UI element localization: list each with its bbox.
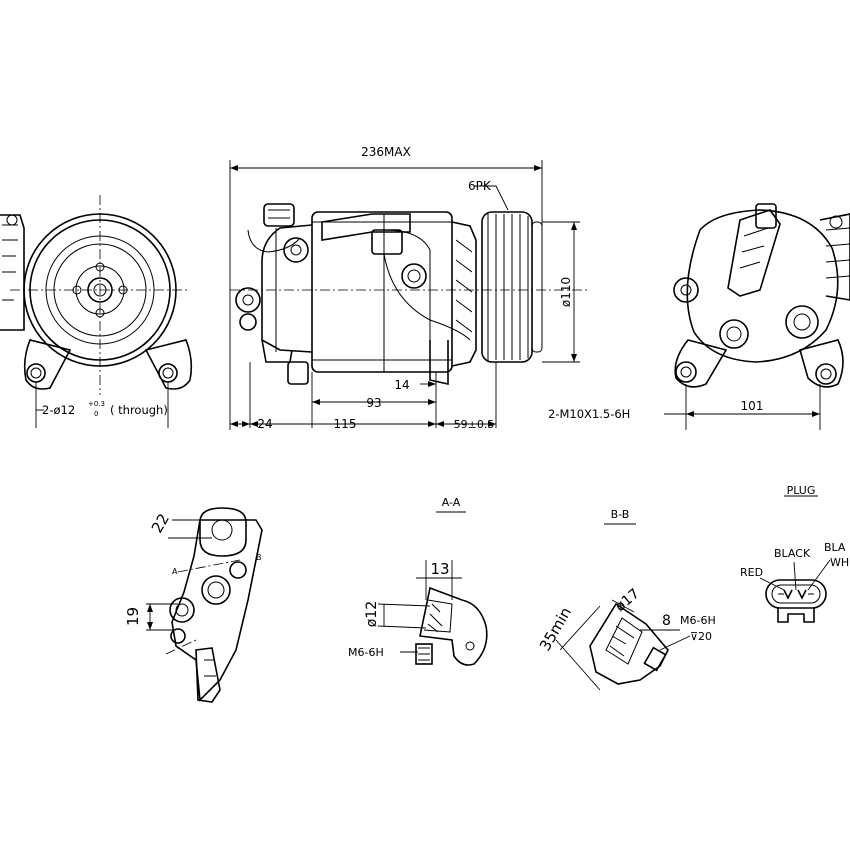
dim-101: 101 [741,399,764,413]
rear-view [664,203,850,430]
detail-view [146,507,263,703]
dim-pulley-dia: ø110 [559,277,573,307]
dim-59: 59±0.5 [454,418,495,431]
aa-dim-dia12: ø12 [364,601,380,627]
plug-black: BLACK [774,547,811,560]
bb-dim-8: 8 [662,613,671,629]
section-aa-title: A-A [442,496,461,509]
bb-dim-35min: 35min [536,604,575,654]
dim-236max: 236MAX [361,145,411,159]
thread-spec-label: 2-M10X1.5-6H [548,407,630,421]
dim-93: 93 [366,396,381,410]
section-aa [377,511,488,666]
plug-view [759,495,831,623]
plug-red: RED [740,566,763,579]
bb-depth: ⊽20 [690,630,712,643]
dim-115: 115 [334,417,357,431]
side-view [229,160,590,430]
dim-6pk: 6PK [468,179,492,193]
section-bb-title: B-B [611,508,630,521]
dim-24: 24 [257,417,272,431]
detail-dim-22: 22 [148,510,173,536]
aa-thread: M6-6H [348,646,384,659]
aa-dim-13: 13 [430,560,449,578]
mount-holes-through: ( through) [110,403,168,417]
detail-section-a: A [172,567,178,576]
plug-white-cut: WH [830,556,849,569]
bb-dim-dia17: ø17 [612,586,643,615]
mount-holes-tol-lower: 0 [94,410,98,418]
front-view [0,195,193,428]
bb-thread: M6-6H [680,614,716,627]
detail-section-b: B [256,553,262,562]
plug-black-cut: BLA [824,541,846,554]
mount-holes-label: 2-ø12 [42,403,75,417]
section-bb [555,523,691,691]
dim-14: 14 [394,378,409,392]
mount-holes-tol-upper: +0.3 [88,400,105,408]
plug-title: PLUG [787,484,816,497]
detail-dim-19: 19 [124,607,142,626]
